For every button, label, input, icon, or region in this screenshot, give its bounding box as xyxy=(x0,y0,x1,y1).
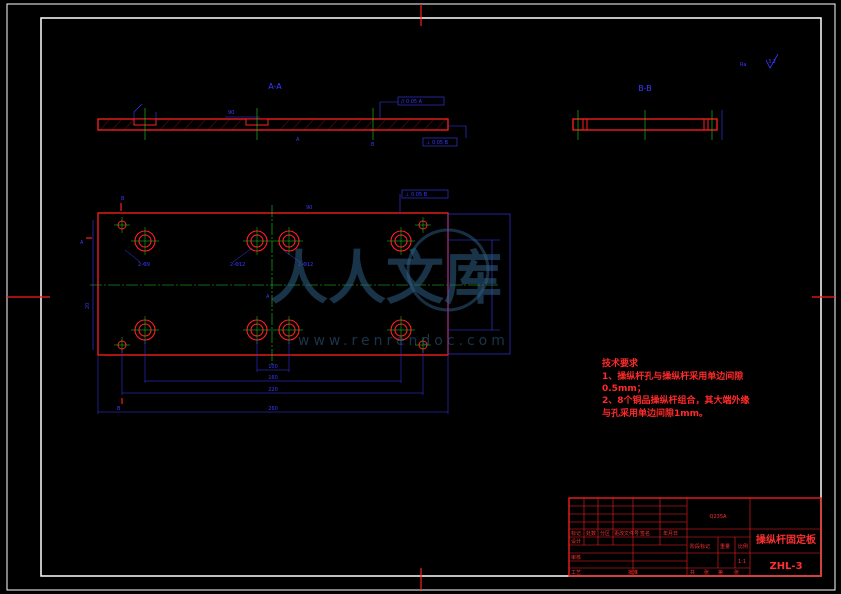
tech-line-3: 2、8个铜品操纵杆组合，其大端外缘 xyxy=(602,394,750,406)
tb-part-name: 操纵杆固定板 xyxy=(756,533,817,546)
tb-header-2: 分区 xyxy=(600,530,610,537)
tb-weight: 重量 xyxy=(720,543,730,550)
section-bb-view xyxy=(572,110,723,140)
tech-title: 技术要求 xyxy=(602,357,639,369)
centering-marks xyxy=(7,4,835,590)
tb-sheet-4: 张 xyxy=(734,569,739,576)
tb-scale-value: 1:1 xyxy=(738,559,746,565)
aa-plate-outline xyxy=(97,118,449,131)
watermark-main: 人人文库 xyxy=(270,244,502,312)
tb-header-5: 年月日 xyxy=(663,530,678,537)
tb-drawing-no: ZHL-3 xyxy=(769,561,802,572)
dim-inner: 100 xyxy=(268,364,278,370)
section-aa-view: // 0.05 A ⊥ 0.05 B 90 A B xyxy=(97,96,467,148)
plan-dim-top: 90 xyxy=(306,205,312,211)
tb-row-4: 工艺 xyxy=(571,570,581,576)
marker-a-left: A xyxy=(80,240,84,246)
plan-tolerance-top: ⊥ 0.05 B xyxy=(405,192,428,198)
section-aa-label: A-A xyxy=(268,82,282,91)
tb-header-4: 签名 xyxy=(640,530,650,537)
tb-header-3: 更改文件号 xyxy=(614,530,639,537)
marker-a-center: A xyxy=(266,294,270,300)
tb-header-1: 处数 xyxy=(586,530,596,537)
tb-approve: 批准 xyxy=(628,569,638,576)
tb-material: Q235A xyxy=(710,514,727,520)
hole-note-mid-left: 2-Φ12 xyxy=(230,262,245,268)
svg-text:3.2: 3.2 xyxy=(768,59,776,65)
title-block: 处数 分区 更改文件号 签名 年月日 标记 设计 审核 工艺 批准 Q235A … xyxy=(568,497,822,577)
roughness-symbol: Ra 3.2 xyxy=(740,53,779,69)
plan-view: ⊥ 0.05 B 90 20 A A B B xyxy=(80,189,511,414)
marker-b-bottom: B xyxy=(117,406,121,412)
aa-tolerance-flat: ⊥ 0.05 B xyxy=(426,140,449,146)
tb-sheet-1: 共 xyxy=(690,569,695,576)
hole-note-left: 2-Φ9 xyxy=(138,262,150,268)
watermark: 人人文库 www.renrendoc.com xyxy=(270,228,509,349)
hole-note-mid-right: 2-Φ12 xyxy=(298,262,313,268)
tb-stage: 阶段标记 xyxy=(690,543,710,550)
tb-sheet-3: 第 xyxy=(718,569,723,576)
aa-dim-label: 90 xyxy=(228,110,234,116)
tb-scale-label: 比例 xyxy=(738,543,748,550)
svg-text:Ra: Ra xyxy=(740,62,746,68)
tech-line-1: 1、操纵杆孔与操纵杆采用单边间隙 xyxy=(602,370,743,382)
tech-line-2: 0.5mm； xyxy=(602,384,646,394)
section-bb-label: B-B xyxy=(638,84,652,93)
technical-requirements: 技术要求 1、操纵杆孔与操纵杆采用单边间隙 0.5mm； 2、8个铜品操纵杆组合… xyxy=(602,357,750,419)
plan-dim-side: 20 xyxy=(85,303,91,309)
aa-datum-b: B xyxy=(371,142,375,148)
dim-overall: 260 xyxy=(268,406,278,412)
tech-line-4: 与孔采用单边间隙1mm。 xyxy=(602,407,708,419)
watermark-url: www.renrendoc.com xyxy=(298,333,509,349)
dim-outer: 220 xyxy=(268,387,278,393)
dim-middle: 160 xyxy=(268,375,278,381)
tb-row-3: 审核 xyxy=(571,554,581,561)
tb-sheet-2: 张 xyxy=(704,569,709,576)
aa-datum-a: A xyxy=(296,137,300,143)
marker-b-top: B xyxy=(121,196,125,202)
tb-row-1: 标记 xyxy=(571,530,581,537)
aa-tolerance-parallel: // 0.05 A xyxy=(401,99,423,105)
tb-row-2: 设计 xyxy=(571,538,581,545)
